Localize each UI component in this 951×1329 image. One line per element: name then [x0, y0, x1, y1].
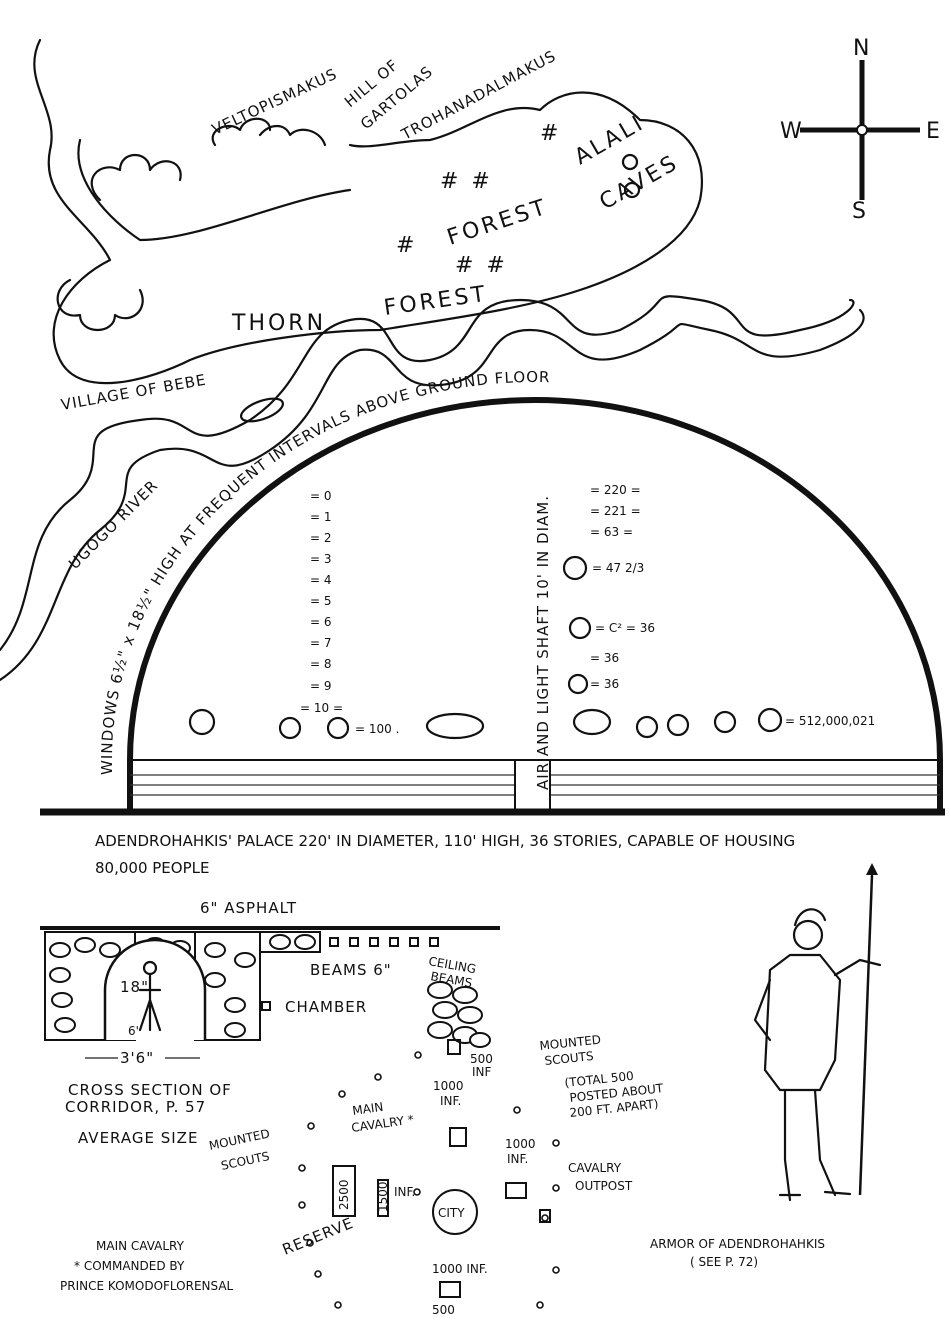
forest-outline — [33, 38, 703, 385]
man-height-label: 6' — [128, 1024, 139, 1038]
equation: = 47 2/3 — [592, 561, 644, 575]
label-village-bebe: VILLAGE OF BEBE — [60, 371, 208, 414]
label-500-inf: 500 — [470, 1052, 493, 1066]
numeral-10: = 10 = — [300, 701, 343, 715]
numeral-7: = 7 — [310, 636, 332, 650]
label-500-bottom: 500 — [432, 1303, 455, 1317]
label-inf-c: INF. — [394, 1185, 415, 1199]
army-deployment: 500 INF MOUNTED SCOUTS (TOTAL 500 POSTED… — [60, 1033, 665, 1317]
label-caves: CAVES — [596, 150, 684, 215]
compass-n: N — [853, 36, 872, 61]
equations: = 220 = = 221 = = 63 = = 47 2/3 = C² = 3… — [562, 483, 875, 739]
numeral-5: = 5 — [310, 594, 332, 608]
compass-rose: N E S W — [780, 36, 943, 224]
numeral-3: = 3 — [310, 552, 332, 566]
beam-squares — [261, 937, 439, 1011]
numeral-1: = 1 — [310, 510, 332, 524]
equation: = 221 = — [590, 504, 641, 518]
cross-section-label-1: CROSS SECTION OF — [68, 1081, 232, 1099]
equation: = C² = 36 — [595, 621, 655, 635]
label-scouts-left: SCOUTS — [220, 1149, 271, 1173]
label-inf-b: INF. — [507, 1152, 528, 1166]
label-main: MAIN — [351, 1100, 384, 1118]
width-label: 3'6" — [120, 1049, 154, 1067]
label-cavalry-outpost: CAVALRY — [568, 1161, 622, 1175]
thorn-symbol: # # — [455, 253, 508, 278]
cave-icon — [623, 181, 641, 199]
label-2500: 2500 — [337, 1179, 351, 1210]
palace-caption-2: 80,000 PEOPLE — [95, 859, 209, 877]
thorn-symbol: # # — [440, 169, 493, 194]
average-size-label: AVERAGE SIZE — [78, 1129, 198, 1147]
label-1000: 1000 — [433, 1079, 464, 1093]
label-inf: INF. — [440, 1094, 461, 1108]
numeral-9: = 9 — [310, 679, 332, 693]
label-city: CITY — [438, 1206, 465, 1220]
equation-big: = 512,000,021 — [785, 714, 875, 728]
equation: = 36 — [590, 651, 619, 665]
cross-section-label-2: CORRIDOR, P. 57 — [65, 1098, 206, 1116]
compass-w: W — [780, 119, 805, 144]
numeral-list: = 0 = 1 = 2 = 3 = 4 = 5 = 6 = 7 = 8 = 9 … — [188, 489, 485, 740]
palace-cross-section: WINDOWS 6½" x 18½" HIGH AT FREQUENT INTE… — [40, 368, 945, 877]
label-veltopismakus: VELTOPISMAKUS — [209, 65, 340, 139]
corridor-cross-section: 6" ASPHALT BEAMS 6" CEILING BEAMS CHAMBE… — [40, 899, 500, 1147]
equation: = 36 — [590, 677, 619, 691]
thorn-symbol: # — [540, 121, 561, 146]
label-mounted-scouts-b: SCOUTS — [544, 1049, 594, 1068]
equation: = 220 = — [590, 483, 641, 497]
human-figure — [138, 973, 162, 1032]
armor-caption-1: ARMOR OF ADENDROHAHKIS — [650, 1237, 825, 1251]
label-1500: 1500 — [376, 1181, 390, 1212]
note-main-cavalry: MAIN CAVALRY — [96, 1239, 185, 1253]
palace-caption-1: ADENDROHAHKIS' PALACE 220' IN DIAMETER, … — [95, 832, 795, 850]
ugogo-river — [0, 295, 865, 682]
asphalt-label: 6" ASPHALT — [200, 899, 297, 917]
compass-s: S — [852, 199, 869, 224]
note-prince: PRINCE KOMODOFLORENSAL — [60, 1279, 234, 1293]
armor-figure — [753, 863, 882, 1202]
label-thorn: THORN — [231, 311, 326, 336]
beams-label: BEAMS 6" — [310, 961, 392, 979]
compass-e: E — [926, 119, 943, 144]
numeral-0: = 0 — [310, 489, 332, 503]
label-reserve: RESERVE — [280, 1214, 357, 1259]
numeral-100: = 100 . — [355, 722, 399, 736]
label-trohanadalmakus: TROHANADALMAKUS — [398, 47, 560, 144]
label-mounted-left: MOUNTED — [208, 1126, 271, 1153]
numeral-4: = 4 — [310, 573, 332, 587]
note-commanded-by: * COMMANDED BY — [74, 1259, 185, 1273]
label-500-inf-b: INF — [472, 1065, 492, 1079]
numeral-8: = 8 — [310, 657, 332, 671]
shaft-label: AIR AND LIGHT SHAFT 10' IN DIAM. — [534, 495, 552, 790]
label-outpost: OUTPOST — [575, 1179, 633, 1193]
numeral-6: = 6 — [310, 615, 332, 629]
label-forest: FOREST — [444, 195, 551, 251]
thorn-symbol: # — [396, 233, 417, 258]
height-label: 18" — [120, 978, 149, 996]
stone-wall — [44, 931, 491, 1048]
chamber-label: CHAMBER — [285, 998, 367, 1016]
cave-icon — [621, 153, 639, 171]
scout-markers — [298, 1051, 560, 1309]
label-1000-b: 1000 — [505, 1137, 536, 1151]
armor-caption-2: ( SEE P. 72) — [690, 1255, 758, 1269]
label-mounted-scouts: MOUNTED — [539, 1033, 602, 1053]
equation: = 63 = — [590, 525, 633, 539]
numeral-2: = 2 — [310, 531, 332, 545]
label-1000-inf-bottom: 1000 INF. — [432, 1262, 488, 1276]
